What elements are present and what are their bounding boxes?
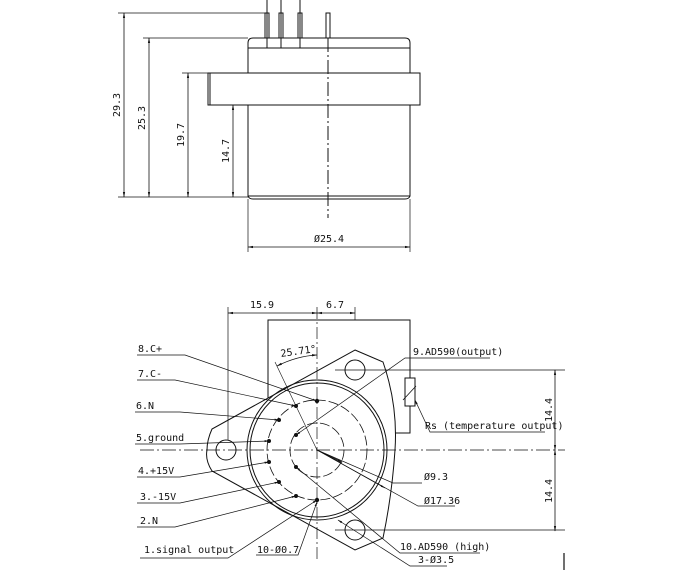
flange	[207, 72, 421, 106]
body-cap	[247, 37, 411, 49]
dim-pin-circle: Ø17.36	[424, 495, 460, 507]
dim-body-height: 25.3	[137, 106, 148, 130]
dim-lower-vertical: 14.4	[544, 479, 555, 503]
side-view	[118, 0, 421, 252]
dim-inner-circle: Ø9.3	[424, 471, 448, 483]
dim-angle: 25.71°	[280, 344, 317, 360]
pin-label-7: 7.C-	[138, 369, 162, 380]
pin-label-1: 1.signal output	[144, 545, 234, 556]
dim-overall-height: 29.3	[112, 93, 123, 117]
dim-flange-top-height: 19.7	[176, 123, 187, 147]
pin-label-4: 4.+15V	[138, 466, 174, 477]
dim-upper-vertical: 14.4	[544, 398, 555, 422]
leader-lines	[135, 354, 545, 567]
pin-label-5: 5.ground	[136, 433, 184, 444]
pins	[264, 0, 331, 48]
pin-label-9: 9.AD590(output)	[413, 347, 503, 358]
bottom-view	[135, 307, 565, 570]
resistor-label: Rs (temperature output)	[425, 421, 563, 432]
dim-flange-bottom-height: 14.7	[221, 139, 232, 163]
pin-label-10: 10.AD590 (high)	[400, 542, 490, 553]
dim-diameter: Ø25.4	[314, 233, 344, 245]
pin-label-3: 3.-15V	[140, 492, 176, 503]
body	[247, 47, 411, 197]
pin-label-6: 6.N	[136, 401, 154, 412]
dim-left-offset: 15.9	[250, 300, 274, 311]
dim-mount-holes: 3-Ø3.5	[418, 554, 454, 566]
dim-right-offset: 6.7	[326, 300, 344, 311]
pin-label-2: 2.N	[140, 516, 158, 527]
dim-pin-holes: 10-Ø0.7	[257, 544, 299, 556]
pin-label-8: 8.C+	[138, 344, 162, 355]
